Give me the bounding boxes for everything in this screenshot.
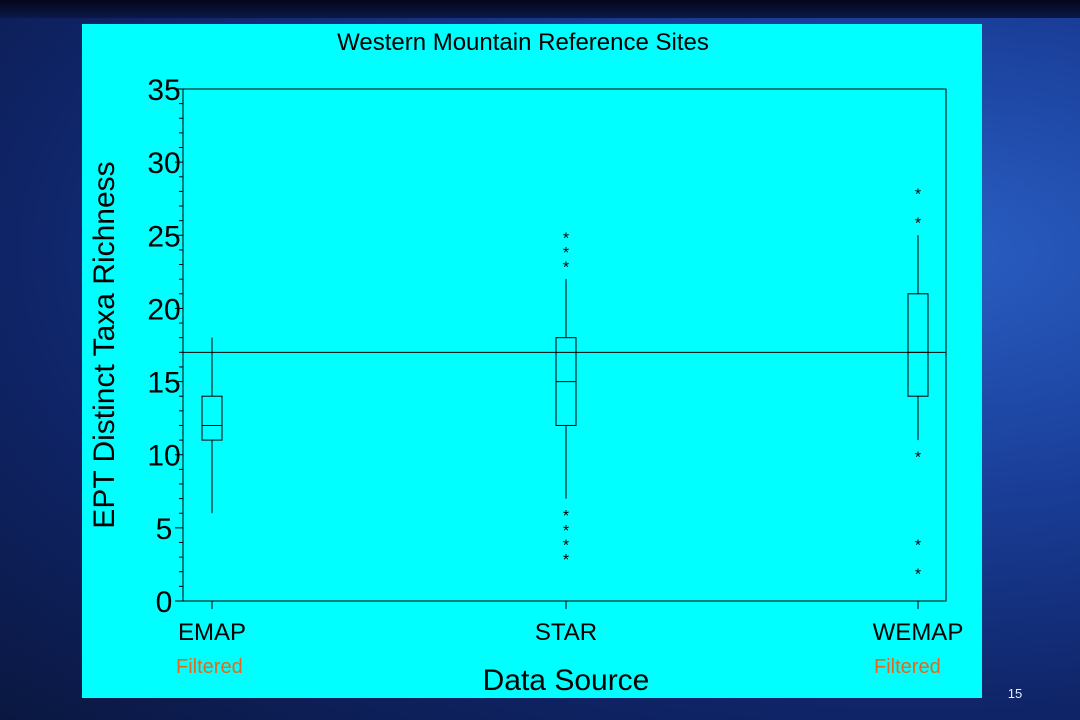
chart-title: Western Mountain Reference Sites — [337, 29, 709, 56]
y-tick-label: 30 — [147, 147, 180, 180]
box-iqr — [201, 395, 223, 441]
x-axis-label: Data Source — [483, 664, 650, 697]
outlier-marker: * — [563, 537, 569, 554]
outlier-marker: * — [915, 186, 921, 203]
filtered-note-wemap: Filtered — [874, 656, 941, 678]
y-tick-label: 15 — [147, 367, 180, 400]
y-tick-label: 25 — [147, 220, 180, 253]
outlier-marker: * — [563, 523, 569, 540]
slide-number: 15 — [1007, 686, 1023, 701]
y-tick-label: 35 — [147, 74, 180, 107]
y-tick-label: 0 — [156, 586, 173, 619]
y-tick-label: 10 — [147, 440, 180, 473]
outlier-marker: * — [563, 552, 569, 569]
filtered-note-emap: Filtered — [176, 656, 243, 678]
x-tick-label: STAR — [535, 619, 597, 646]
y-axis-label: EPT Distinct Taxa Richness — [88, 161, 121, 528]
outlier-marker: * — [563, 245, 569, 262]
y-tick-label: 20 — [147, 293, 180, 326]
y-tick-label: 5 — [156, 513, 173, 546]
outlier-marker: * — [915, 567, 921, 584]
outlier-marker: * — [563, 260, 569, 277]
outlier-marker: * — [563, 230, 569, 247]
chart-panel — [82, 24, 982, 698]
outlier-marker: * — [915, 450, 921, 467]
outlier-marker: * — [915, 537, 921, 554]
outlier-marker: * — [915, 216, 921, 233]
plot-frame — [182, 88, 947, 602]
x-tick-label: WEMAP — [873, 619, 964, 646]
box-iqr — [907, 293, 929, 397]
top-band — [0, 0, 1080, 18]
x-tick-label: EMAP — [178, 619, 246, 646]
outlier-marker: * — [563, 508, 569, 525]
